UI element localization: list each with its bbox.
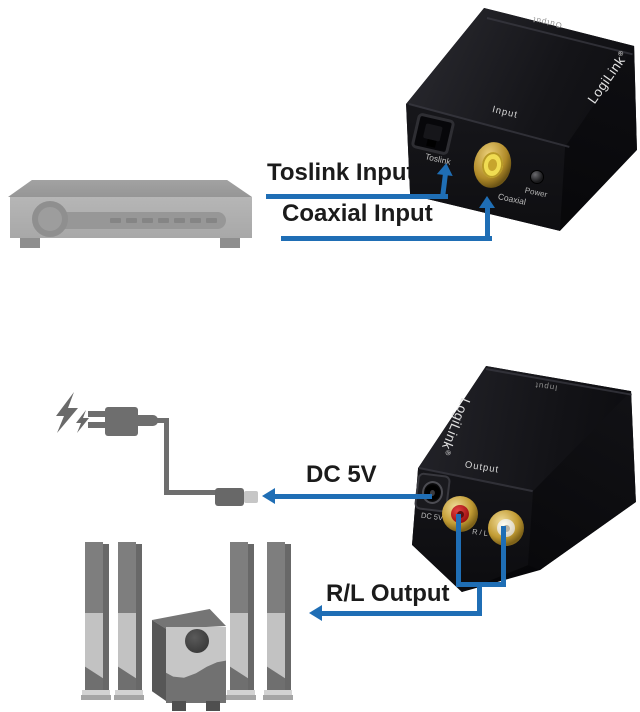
converter-box-input-view: Output LogiLink® Input Toslink Coaxial P…: [403, 4, 640, 236]
power-led-icon: [530, 170, 544, 184]
device-button-bar: [56, 212, 226, 229]
device-foot: [220, 238, 240, 248]
rl-stem: [477, 582, 482, 616]
device-buttons: [110, 218, 217, 223]
device-foot: [20, 238, 40, 248]
coaxial-connector-line: [281, 236, 492, 241]
av-source-device: [8, 168, 252, 250]
device-top-face: [8, 180, 252, 197]
rl-connector-line: [322, 611, 482, 616]
toslink-input-label: Toslink Input: [267, 159, 415, 186]
rl-arrow: [309, 605, 322, 621]
speaker-set: [78, 538, 316, 712]
dc-5v-label: DC 5V: [306, 461, 377, 488]
dc-connector-icon: [215, 488, 244, 506]
rca-white-jack-icon: [488, 510, 524, 546]
dc-connector-tip: [244, 491, 258, 503]
lightning-icon: [56, 392, 89, 433]
plug-cable-stub: [137, 415, 158, 426]
subwoofer-wave-panel: [166, 660, 226, 703]
subwoofer-foot: [206, 701, 220, 711]
plug-prong: [88, 411, 107, 417]
subwoofer-side-face: [152, 620, 166, 701]
subwoofer-front-face: [166, 627, 226, 703]
dc-arrow: [262, 488, 275, 504]
rl-line-red: [456, 514, 461, 587]
subwoofer-foot: [172, 701, 186, 711]
coaxial-arrow: [479, 196, 495, 242]
power-cable: [164, 418, 169, 495]
coaxial-input-label: Coaxial Input: [282, 200, 433, 227]
rl-output-label: R/L Output: [326, 580, 450, 607]
dc-connector-line: [274, 494, 432, 499]
subwoofer-top-face: [152, 609, 226, 629]
toslink-connector-line: [266, 194, 448, 199]
power-cable: [155, 418, 169, 423]
woofer-cone-icon: [185, 629, 209, 653]
plug-prong: [88, 422, 107, 428]
converter-box-output-view: Input LogiLink® Output DC 5V R / L: [398, 360, 640, 592]
power-plug-icon: [105, 407, 138, 436]
device-knob-icon: [32, 201, 68, 237]
rl-line-white: [501, 526, 506, 587]
power-cable: [164, 490, 217, 495]
